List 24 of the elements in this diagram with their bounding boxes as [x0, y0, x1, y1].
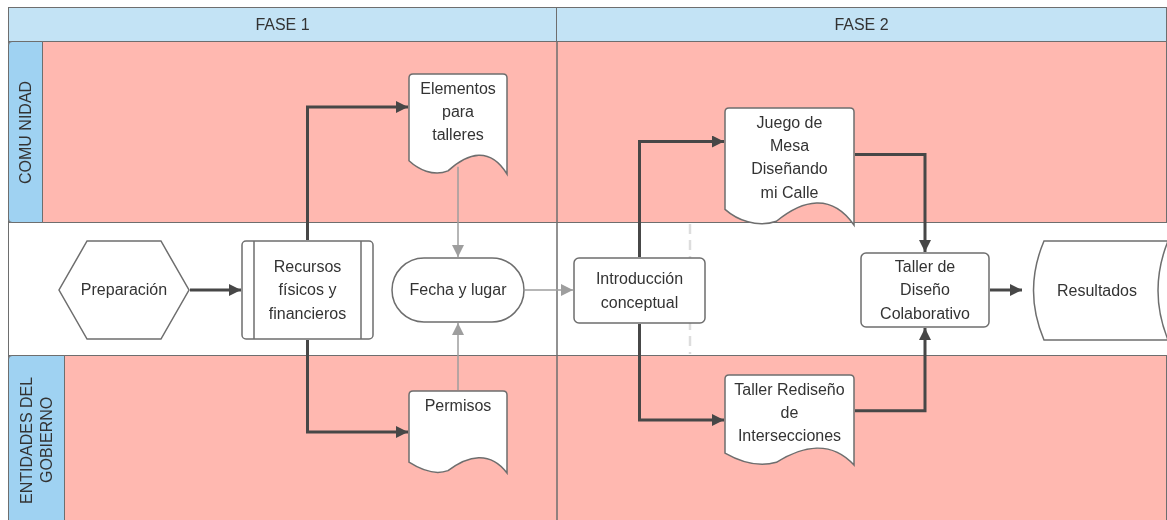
process-box: Taller de Diseño Colaborativo	[860, 252, 990, 328]
lane-header: ENTIDADES DEL GOBIERNO	[8, 355, 65, 520]
arrow	[638, 135, 724, 257]
arrow	[306, 101, 408, 240]
arrow	[638, 324, 724, 426]
lane-header: COMU NIDAD	[8, 41, 43, 223]
predefined-process-box: Recursos físicos y financieros	[241, 240, 374, 340]
arrow	[990, 284, 1022, 296]
document-shape: Taller Rediseño de Intersecciones	[724, 374, 855, 466]
arrow	[306, 340, 408, 438]
arrow	[452, 322, 464, 391]
terminal-shape: Fecha y lugar	[391, 257, 525, 323]
arrow	[855, 328, 931, 413]
arrow	[855, 153, 931, 252]
arrow	[452, 166, 464, 258]
document-shape: Elementos para talleres	[408, 73, 508, 175]
preparation-hexagon: Preparación	[58, 240, 190, 340]
document-shape: Juego de Mesa Diseñando mi Calle	[724, 107, 855, 226]
arrow	[524, 284, 574, 296]
document-shape: Permisos	[408, 390, 508, 474]
arrow	[190, 284, 241, 296]
phase-header: FASE 1	[8, 7, 557, 42]
process-box: Introducción conceptual	[573, 257, 706, 324]
phase-header: FASE 2	[556, 7, 1167, 42]
